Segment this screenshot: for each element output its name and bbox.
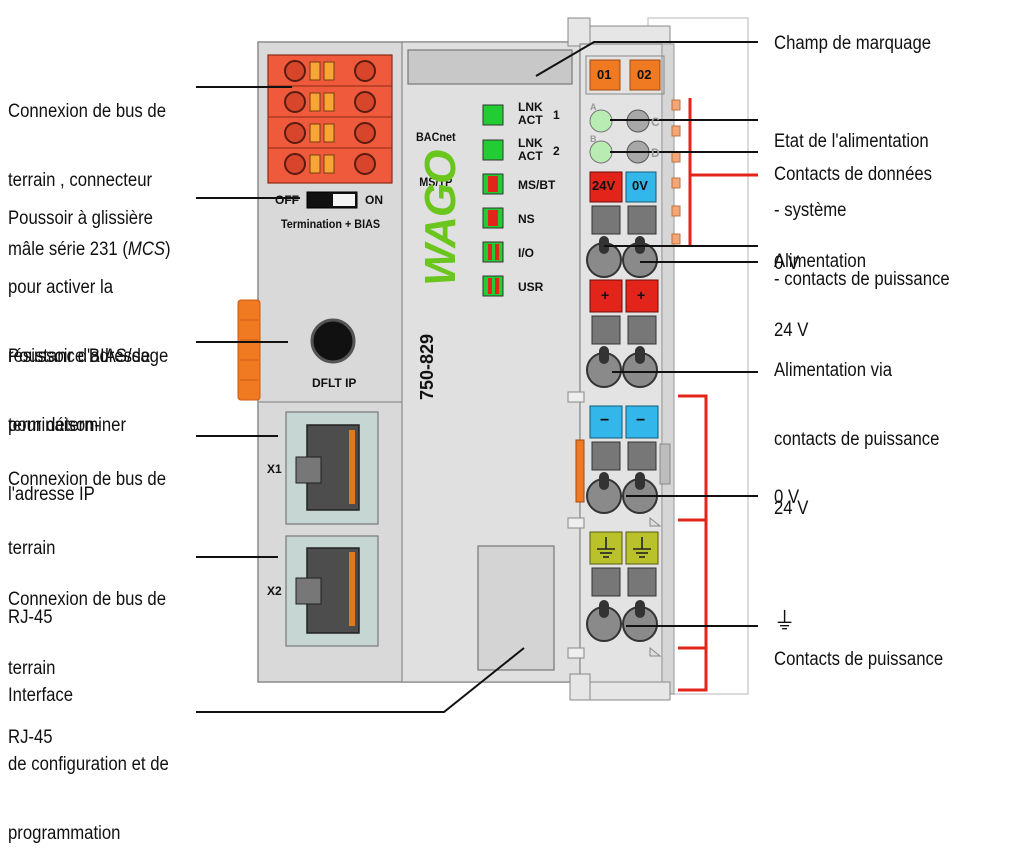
model-number: 750-829 <box>417 333 437 400</box>
label-bias-switch: Poussoir à glissière pour activer la rés… <box>8 208 153 436</box>
badge-minus-1 <box>589 405 623 439</box>
rj45-port-x1 <box>285 411 379 525</box>
protocol-label: BACnet MS/TP <box>416 130 456 189</box>
led-ns <box>482 207 504 229</box>
switch-on-label: ON <box>365 193 383 207</box>
label-marking-field: Champ de marquage <box>774 33 932 54</box>
led-io <box>482 241 504 263</box>
marker-02 <box>629 59 661 91</box>
orange-latch <box>237 299 261 401</box>
label-power-status: Etat de l'alimentation - système - conta… <box>774 131 950 290</box>
led-lnk1-number: 1 <box>553 108 560 122</box>
data-contacts <box>671 99 681 245</box>
label-fieldbus-mcs: Connexion de bus de terrain , connecteur… <box>8 101 171 260</box>
badge-0v-label: 0V <box>632 178 648 193</box>
plus-2-label: + <box>637 287 646 303</box>
led-ns-label: NS <box>518 212 535 226</box>
power-contacts-bracket <box>678 394 708 692</box>
label-data-contacts: Contacts de données <box>774 164 933 185</box>
dflt-ip-label: DFLT IP <box>312 376 357 390</box>
letter-a: A <box>590 102 597 112</box>
label-power-jumper-0v: 0 V <box>774 487 800 508</box>
led-usr-label: USR <box>518 280 544 294</box>
badge-ground-1 <box>589 531 623 565</box>
left-leader-lines <box>196 86 525 713</box>
led-msbt <box>482 173 504 195</box>
wago-logo: WAGO <box>416 150 465 286</box>
minus-2-label: − <box>636 412 646 429</box>
label-power-contacts: Contacts de puissance <box>774 649 944 670</box>
label-supply-24v: Alimentation 24 V <box>774 251 867 341</box>
badge-plus-1 <box>589 279 623 313</box>
badge-minus-2 <box>625 405 659 439</box>
led-usr <box>482 275 504 297</box>
release-key <box>591 205 621 235</box>
letter-c: C <box>651 115 660 129</box>
plus-1-label: + <box>601 287 610 303</box>
orange-side-tab <box>575 439 585 503</box>
mcs-pins <box>268 60 392 175</box>
badge-24v-label: 24V <box>592 178 616 193</box>
led-msbt-label: MS/BT <box>518 178 556 192</box>
termination-label: Termination + BIAS <box>281 217 381 231</box>
led-lnk2 <box>482 139 504 161</box>
port-x1-label: X1 <box>267 462 282 476</box>
badge-0v <box>625 171 657 203</box>
label-power-jumper-24v: Alimentation via contacts de puissance 2… <box>774 360 940 519</box>
label-supply-0v: 0 V <box>774 253 800 274</box>
marker-01 <box>589 59 621 91</box>
clamp-ground <box>586 600 658 642</box>
label-config-interface: Interface de configuration et de program… <box>8 685 169 844</box>
led-lnk2-number: 2 <box>553 144 560 158</box>
device-drawing <box>196 17 758 713</box>
right-leader-lines <box>535 41 758 627</box>
switch-off-label: OFF <box>275 193 299 207</box>
label-rj45-1: Connexion de bus de terrain RJ-45 <box>8 469 167 628</box>
device-diagram: Connexion de bus de terrain , connecteur… <box>8 17 950 844</box>
led-lnk1 <box>482 104 504 126</box>
letter-b: B <box>590 134 597 144</box>
led-b <box>589 140 613 164</box>
port-x2-label: X2 <box>267 584 282 598</box>
release-key <box>627 205 657 235</box>
marking-field <box>407 49 573 85</box>
minus-1-label: − <box>600 412 610 429</box>
clamp-minus <box>586 472 658 514</box>
marker-02-label: 02 <box>637 67 652 82</box>
badge-24v <box>589 171 623 203</box>
marker-01-label: 01 <box>597 67 612 82</box>
led-a <box>589 109 613 133</box>
dflt-ip-button <box>310 318 356 364</box>
slide-knob <box>333 194 355 206</box>
letter-d: D <box>651 146 660 160</box>
badge-plus-2 <box>625 279 659 313</box>
top-latch-left <box>567 17 591 47</box>
led-io-label: I/O <box>518 246 535 260</box>
badge-ground-2 <box>625 531 659 565</box>
ground-symbol: ⏚ <box>774 608 796 635</box>
config-interface-cover <box>477 545 555 671</box>
clamp-plus <box>586 346 658 388</box>
label-address-button: Poussoir d'adressage pour déterminer l'a… <box>8 346 169 505</box>
rj45-port-x2 <box>285 535 379 647</box>
